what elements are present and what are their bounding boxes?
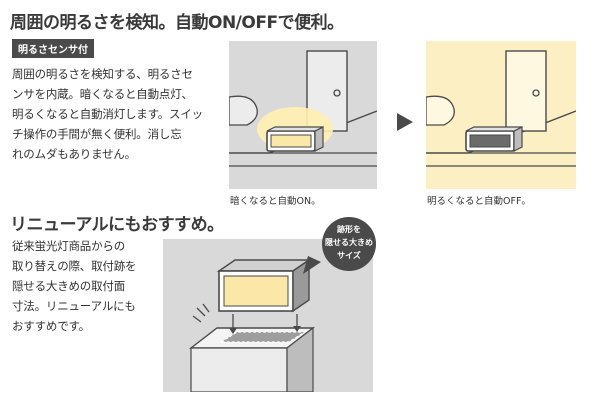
bubble-line-1: 跡形を [337, 224, 361, 234]
section2-body: 従来蛍光灯商品からの 取り替えの際、取付跡を 隠せる大きめの取付面 寸法。リニュ… [12, 239, 137, 333]
arrow-right-icon [397, 113, 413, 131]
wall-ornament [426, 95, 455, 126]
caption-bright: 明るくなると自動OFF。 [427, 196, 531, 207]
size-callout-bubble: 跡形を 隠せる大きめ サイズ [303, 217, 376, 274]
lamp-off [465, 126, 523, 152]
wall-ornament [229, 95, 258, 126]
section2-headline: リニューアルにもおすすめ。 [10, 215, 224, 235]
bright-scene-illustration [426, 41, 576, 189]
bubble-line-3: サイズ [337, 250, 361, 260]
door [505, 50, 547, 132]
caption-dark: 暗くなると自動ON。 [230, 196, 321, 207]
section1-headline: 周囲の明るさを検知。自動ON/OFFで便利。 [10, 13, 344, 33]
old-mounting-trace [218, 331, 308, 343]
renewal-illustration: 跡形を 隠せる大きめ サイズ [163, 217, 376, 392]
sensor-badge: 明るさセンサ付 [12, 39, 94, 58]
dark-scene-illustration [229, 41, 377, 189]
lamp-lit [266, 126, 324, 152]
bubble-line-2: 隠せる大きめ [325, 237, 373, 247]
section1-body: 周囲の明るさを検知する、明るさセ ンサを内蔵。暗くなると自動点灯、 明るくなると… [12, 67, 203, 161]
large-lamp [216, 258, 312, 313]
door-knob [532, 89, 540, 97]
door-knob [333, 89, 341, 97]
